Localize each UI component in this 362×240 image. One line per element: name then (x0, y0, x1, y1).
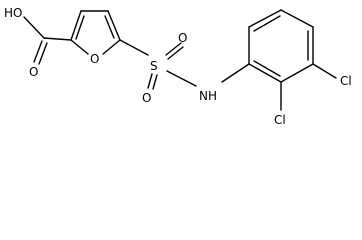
bond-furan-c2-c3 (70, 10, 82, 41)
bond-ring-5 (280, 63, 314, 83)
hydroxyl-label: HO (4, 6, 22, 20)
bond-n-aryl (221, 63, 250, 83)
bond-ring-2-inner (253, 15, 281, 32)
bond-s-o-top (165, 42, 182, 56)
bond-s-o-bottom-2 (152, 74, 158, 90)
bond-furan-c4-c5-inner (104, 15, 115, 39)
bond-furan-c5-o (102, 39, 121, 55)
bond-furan-s (119, 39, 149, 56)
amine-label: NH (199, 89, 217, 103)
bond-c-o-double-1 (33, 40, 43, 63)
bond-furan-c2-c3-inner (75, 15, 85, 40)
sulfonyl-oxygen-bottom-label: O (142, 91, 151, 105)
bond-ring-2 (248, 9, 282, 28)
structure-canvas: HO O O S O O NH Cl Cl (4, 6, 352, 127)
sulfur-label: S (150, 59, 158, 73)
bond-ring-6-inner (253, 60, 281, 77)
bond-s-o-bottom (147, 73, 153, 89)
bond-ring-3 (280, 9, 314, 28)
bond-s-n (166, 70, 197, 87)
bond-acid-furan (43, 37, 72, 41)
bond-s-o-top-2 (167, 46, 184, 60)
bond-c-cl-meta (312, 63, 337, 79)
bond-furan-c4-c5 (107, 10, 121, 41)
bond-furan-o-c2 (70, 39, 89, 55)
bond-ring-6 (248, 63, 282, 83)
bond-c-oh (23, 16, 45, 39)
sulfonyl-oxygen-top-label: O (178, 31, 187, 45)
carbonyl-oxygen-label: O (29, 65, 38, 79)
chlorine-meta-label: Cl (340, 74, 352, 88)
bond-c-o-double-2 (38, 42, 48, 65)
furan-oxygen-label: O (90, 52, 99, 66)
molecule-structure: HO O O S O O NH Cl Cl (4, 6, 352, 127)
chlorine-ortho-label: Cl (274, 113, 286, 127)
